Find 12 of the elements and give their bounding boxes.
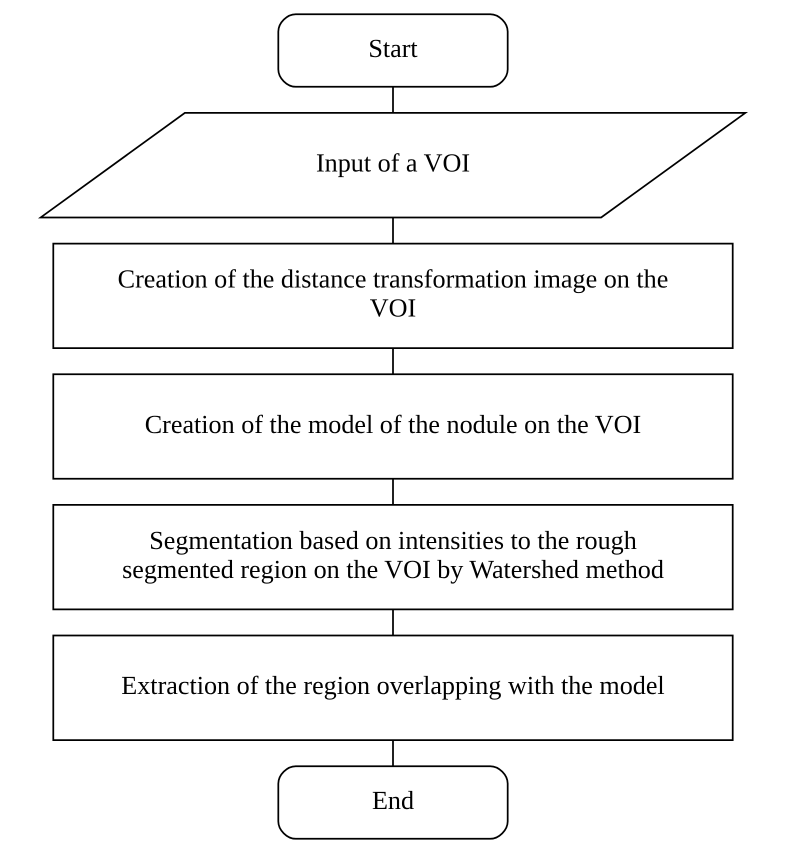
connector xyxy=(392,218,394,244)
node-box: End xyxy=(277,765,509,840)
node-box: Creation of the distance transformation image on the VOI xyxy=(52,242,734,349)
connector xyxy=(392,609,394,636)
connector xyxy=(392,87,394,113)
connector xyxy=(392,348,394,374)
connector xyxy=(392,740,394,766)
node-box: Start xyxy=(277,13,509,88)
node-box: Extraction of the region overlapping with the model xyxy=(52,634,734,741)
node-box: Creation of the model of the nodule on the VOI xyxy=(52,373,734,480)
node-box: Segmentation based on intensities to the rough segmented region on the VOI by Watershed method xyxy=(52,504,734,610)
connector xyxy=(392,478,394,505)
